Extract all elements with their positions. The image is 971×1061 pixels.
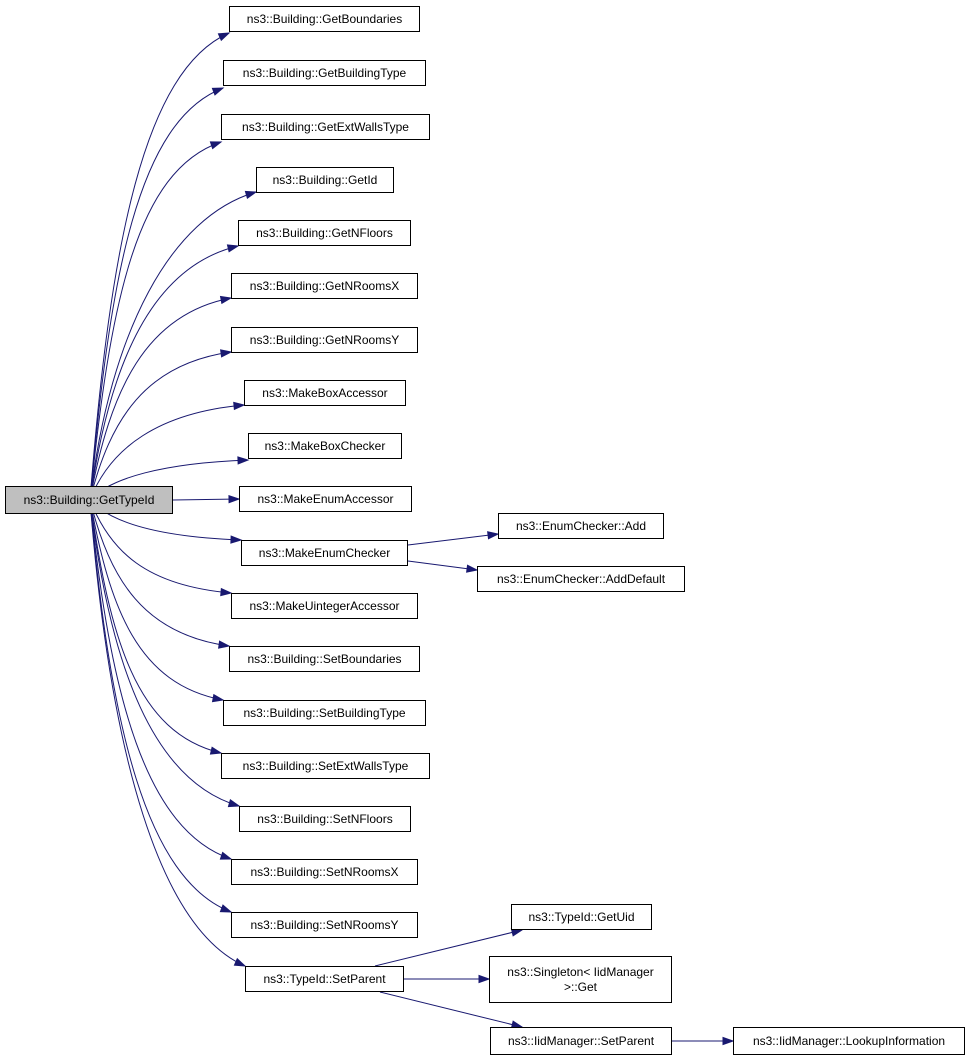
edge-get-id-arrowhead <box>244 190 258 199</box>
edge-get-n-rooms-x-arrowhead <box>219 295 233 305</box>
node-iid-manager-set-parent[interactable]: ns3::IidManager::SetParent <box>490 1027 672 1055</box>
edge-set-boundaries-arrowhead <box>218 640 231 649</box>
edge-set-parent <box>89 499 246 967</box>
edge-iid-set-parent <box>379 991 523 1028</box>
node-get-id[interactable]: ns3::Building::GetId <box>256 167 394 193</box>
node-singleton-line-1: ns3::Singleton< IidManager <box>507 964 654 979</box>
node-type-id-set-parent[interactable]: ns3::TypeId::SetParent <box>245 966 404 992</box>
node-get-n-rooms-y[interactable]: ns3::Building::GetNRoomsY <box>231 327 418 353</box>
edge-get-boundaries <box>89 32 230 501</box>
node-make-uinteger-accessor[interactable]: ns3::MakeUintegerAccessor <box>231 593 418 619</box>
node-iid-manager-lookup-information[interactable]: ns3::IidManager::LookupInformation <box>733 1027 965 1055</box>
node-singleton-iid-manager-get[interactable]: ns3::Singleton< IidManager >::Get <box>489 956 672 1003</box>
node-set-boundaries[interactable]: ns3::Building::SetBoundaries <box>229 646 420 672</box>
edge-set-ext-walls-type-arrowhead <box>209 746 223 755</box>
edge-set-n-rooms-x <box>89 499 232 860</box>
edge-get-n-floors <box>89 245 239 501</box>
edge-enum-checker-add-default <box>407 560 478 571</box>
edge-enum-checker-add <box>407 533 499 546</box>
edge-get-n-rooms-x <box>89 297 232 501</box>
edge-get-n-rooms-y-arrowhead <box>220 349 233 358</box>
edge-make-box-checker-arrowhead <box>237 456 250 465</box>
edge-set-n-rooms-y <box>89 499 232 913</box>
edge-get-boundaries-arrowhead <box>217 32 231 42</box>
edge-make-enum-accessor <box>172 498 240 501</box>
node-set-n-rooms-x[interactable]: ns3::Building::SetNRoomsX <box>231 859 418 885</box>
edge-make-enum-accessor-arrowhead <box>228 494 241 504</box>
edge-set-parent-arrowhead <box>233 957 247 967</box>
node-make-enum-checker[interactable]: ns3::MakeEnumChecker <box>241 540 408 566</box>
edge-lookup-information-arrowhead <box>722 1036 735 1046</box>
edge-make-uinteger-accessor-arrowhead <box>220 587 233 597</box>
node-set-building-type[interactable]: ns3::Building::SetBuildingType <box>223 700 426 726</box>
edge-get-building-type <box>89 87 224 501</box>
node-make-box-checker[interactable]: ns3::MakeBoxChecker <box>248 433 402 459</box>
edge-enum-checker-add-default-arrowhead <box>466 564 479 573</box>
node-get-boundaries[interactable]: ns3::Building::GetBoundaries <box>229 6 420 32</box>
node-enum-checker-add[interactable]: ns3::EnumChecker::Add <box>498 513 664 539</box>
node-get-n-floors[interactable]: ns3::Building::GetNFloors <box>238 220 411 246</box>
node-get-n-rooms-x[interactable]: ns3::Building::GetNRoomsX <box>231 273 418 299</box>
edge-get-ext-walls-type <box>89 141 222 501</box>
edge-set-building-type-arrowhead <box>211 693 225 703</box>
edge-singleton-get-arrowhead <box>478 974 491 984</box>
node-singleton-line-2: >::Get <box>563 979 598 994</box>
edge-get-id <box>89 191 257 501</box>
edge-make-uinteger-accessor <box>89 499 232 594</box>
edge-make-box-accessor <box>89 404 245 501</box>
node-make-box-accessor[interactable]: ns3::MakeBoxAccessor <box>244 380 406 406</box>
edge-set-n-floors <box>89 499 240 807</box>
node-set-n-floors[interactable]: ns3::Building::SetNFloors <box>239 806 411 832</box>
edge-get-ext-walls-type-arrowhead <box>209 141 223 150</box>
edge-set-n-floors-arrowhead <box>227 799 241 808</box>
edge-set-building-type <box>89 499 224 701</box>
edge-get-n-floors-arrowhead <box>226 244 240 253</box>
edge-enum-checker-add-arrowhead <box>487 531 500 540</box>
node-make-enum-accessor[interactable]: ns3::MakeEnumAccessor <box>239 486 412 512</box>
edge-set-n-rooms-x-arrowhead <box>219 851 233 860</box>
node-set-ext-walls-type[interactable]: ns3::Building::SetExtWallsType <box>221 753 430 779</box>
edge-get-building-type-arrowhead <box>211 87 225 96</box>
edge-make-enum-checker-arrowhead <box>230 535 243 544</box>
node-get-building-type[interactable]: ns3::Building::GetBuildingType <box>223 60 426 86</box>
edge-set-ext-walls-type <box>89 499 222 754</box>
edge-get-uid <box>374 929 523 967</box>
node-set-n-rooms-y[interactable]: ns3::Building::SetNRoomsY <box>231 912 418 938</box>
edge-get-n-rooms-y <box>89 351 232 501</box>
edge-set-n-rooms-y-arrowhead <box>219 904 233 913</box>
edge-set-boundaries <box>89 499 230 647</box>
node-root-get-type-id[interactable]: ns3::Building::GetTypeId <box>5 486 173 514</box>
node-get-ext-walls-type[interactable]: ns3::Building::GetExtWallsType <box>221 114 430 140</box>
node-enum-checker-add-default[interactable]: ns3::EnumChecker::AddDefault <box>477 566 685 592</box>
node-type-id-get-uid[interactable]: ns3::TypeId::GetUid <box>511 904 652 930</box>
edge-make-box-accessor-arrowhead <box>233 401 246 411</box>
